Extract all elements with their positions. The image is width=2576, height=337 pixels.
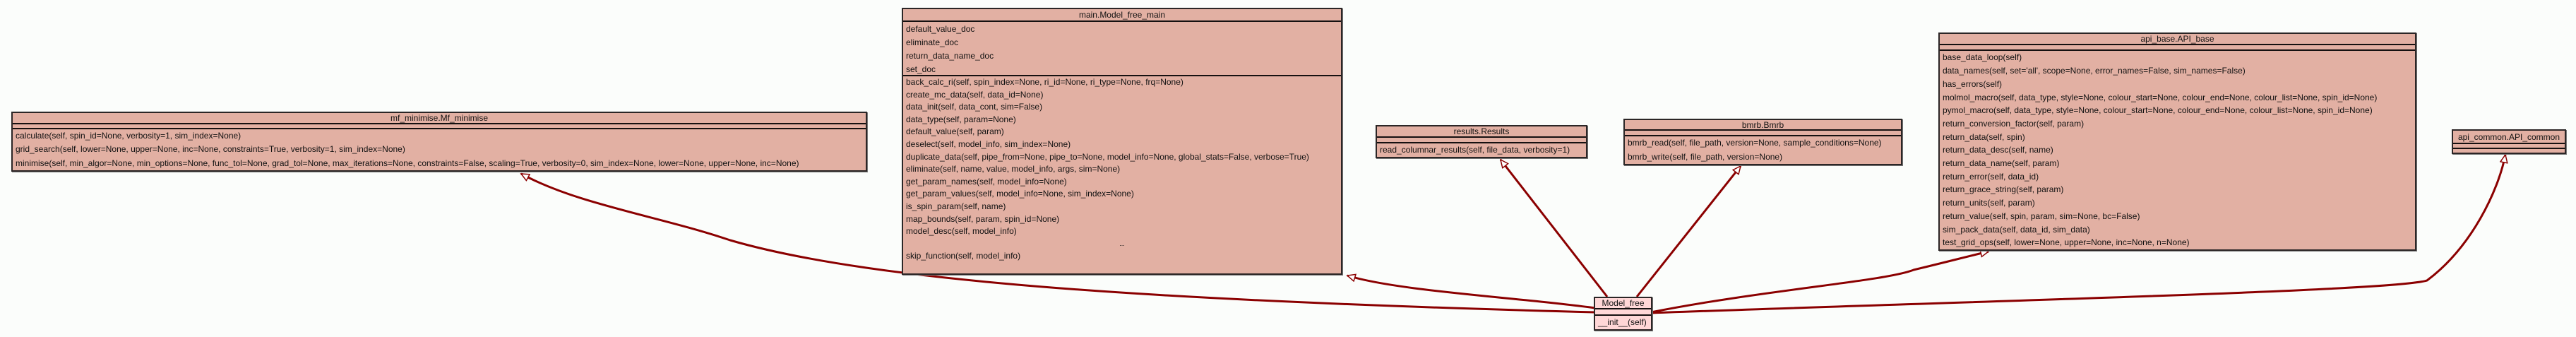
method-row: default_value(self, param) bbox=[906, 126, 1004, 137]
method-row: minimise(self, min_algor=None, min_optio… bbox=[16, 158, 799, 168]
method-row: return_data_desc(self, name) bbox=[1943, 145, 2053, 155]
edge-modelfree-to-api-base bbox=[1650, 252, 1988, 314]
class-api-base[interactable]: api_base.API_base base_data_loop(self)dat… bbox=[1938, 32, 2416, 251]
edge-modelfree-to-results bbox=[1499, 160, 1609, 297]
method-row: return_error(self, data_id) bbox=[1943, 171, 2039, 182]
method-row: eliminate(self, name, value, model_info,… bbox=[906, 164, 1121, 175]
method-row: data_names(self, set='all', scope=None, … bbox=[1943, 66, 2246, 76]
attribute-row: eliminate_doc bbox=[906, 37, 959, 47]
attribute-row: default_value_doc bbox=[906, 24, 975, 34]
class-mf-minimise[interactable]: mf_minimise.Mf_minimise calculate(self, s… bbox=[11, 112, 867, 172]
class-name: api_common.API_common bbox=[2457, 131, 2560, 142]
method-row: return_grace_string(self, param) bbox=[1943, 184, 2064, 195]
methods-section: calculate(self, spin_id=None, verbosity=… bbox=[13, 128, 866, 170]
method-row: back_calc_ri(self, spin_index=None, ri_i… bbox=[906, 77, 1183, 87]
method-row: calculate(self, spin_id=None, verbosity=… bbox=[16, 131, 242, 141]
method-row: model_desc(self, model_info) bbox=[906, 226, 1017, 237]
attributes-section bbox=[1940, 44, 2415, 49]
attributes-section bbox=[2453, 143, 2565, 148]
edge-modelfree-to-mf-minimise bbox=[521, 172, 1596, 314]
method-row: return_data_name(self, param) bbox=[1943, 158, 2060, 169]
method-row: return_units(self, param) bbox=[1943, 198, 2035, 208]
edge-modelfree-to-bmrb bbox=[1635, 166, 1742, 297]
methods-section: back_calc_ri(self, spin_index=None, ri_i… bbox=[903, 75, 1341, 273]
method-row: bmrb_write(self, file_path, version=None… bbox=[1628, 151, 1783, 162]
method-row: test_grid_ops(self, lower=None, upper=No… bbox=[1943, 237, 2190, 248]
class-name: main.Model_free_main bbox=[1078, 10, 1166, 20]
methods-section: read_columnar_results(self, file_data, v… bbox=[1377, 142, 1586, 157]
class-api-common[interactable]: api_common.API_common bbox=[2452, 129, 2566, 154]
class-bmrb[interactable]: bmrb.Bmrb bmrb_read(self, file_path, vers… bbox=[1623, 119, 1902, 165]
methods-section: __init__(self) bbox=[1595, 314, 1651, 329]
method-row: bmrb_read(self, file_path, version=None,… bbox=[1628, 138, 1882, 148]
edge-modelfree-to-model-free-main bbox=[1347, 276, 1596, 309]
attributes-section bbox=[13, 123, 866, 128]
methods-section bbox=[2453, 148, 2565, 153]
method-row: __init__(self) bbox=[1598, 317, 1647, 327]
method-row: return_data(self, spin) bbox=[1943, 131, 2025, 142]
attributes-section bbox=[1625, 129, 1901, 135]
method-row: base_data_loop(self) bbox=[1943, 52, 2022, 63]
method-row: create_mc_data(self, data_id=None) bbox=[906, 89, 1044, 100]
class-name: Model_free bbox=[1602, 298, 1645, 309]
method-row: grid_search(self, lower=None, upper=None… bbox=[16, 144, 405, 155]
method-row: has_errors(self) bbox=[1943, 78, 2003, 89]
method-row: get_param_names(self, model_info=None) bbox=[906, 176, 1067, 187]
class-name: results.Results bbox=[1453, 126, 1510, 136]
method-row: is_spin_param(self, name) bbox=[906, 201, 1006, 211]
method-row: get_param_values(self, model_info=None, … bbox=[906, 189, 1134, 199]
methods-section: bmrb_read(self, file_path, version=None,… bbox=[1625, 135, 1901, 164]
method-row: molmol_macro(self, data_type, style=None… bbox=[1943, 92, 2378, 102]
attributes-section bbox=[1377, 136, 1586, 142]
class-name: bmrb.Bmrb bbox=[1741, 119, 1784, 130]
method-row: return_conversion_factor(self, param) bbox=[1943, 118, 2085, 129]
method-row: map_bounds(self, param, spin_id=None) bbox=[906, 213, 1060, 224]
method-row: sim_pack_data(self, data_id, sim_data) bbox=[1943, 224, 2090, 235]
attributes-section: default_value_doc eliminate_doc return_dat… bbox=[903, 20, 1341, 75]
method-row: read_columnar_results(self, file_data, v… bbox=[1380, 145, 1570, 155]
class-name: api_base.API_base bbox=[2140, 34, 2214, 45]
edge-modelfree-to-api-common bbox=[1650, 155, 2505, 314]
class-results[interactable]: results.Results read_columnar_results(sel… bbox=[1376, 125, 1587, 158]
method-row: duplicate_data(self, pipe_from=None, pip… bbox=[906, 151, 1309, 162]
class-model-free[interactable]: Model_free __init__(self) bbox=[1594, 297, 1652, 331]
method-row: deselect(self, model_info, sim_index=Non… bbox=[906, 138, 1071, 149]
methods-section: base_data_loop(self) data_names(self, set… bbox=[1940, 49, 2415, 249]
attribute-row: return_data_name_doc bbox=[906, 51, 994, 61]
method-row: data_init(self, data_cont, sim=False) bbox=[906, 102, 1043, 112]
class-name: mf_minimise.Mf_minimise bbox=[390, 113, 489, 123]
method-row: pymol_macro(self, data_type, style=None,… bbox=[1943, 105, 2373, 116]
method-row: skip_function(self, model_info) bbox=[906, 251, 1021, 261]
methods-ellipsis: ... bbox=[1119, 240, 1125, 247]
attribute-row: set_doc bbox=[906, 64, 936, 74]
method-row: data_type(self, param=None) bbox=[906, 114, 1016, 124]
attributes-section bbox=[1595, 308, 1651, 314]
method-row: return_value(self, spin, param, sim=None… bbox=[1943, 211, 2140, 221]
